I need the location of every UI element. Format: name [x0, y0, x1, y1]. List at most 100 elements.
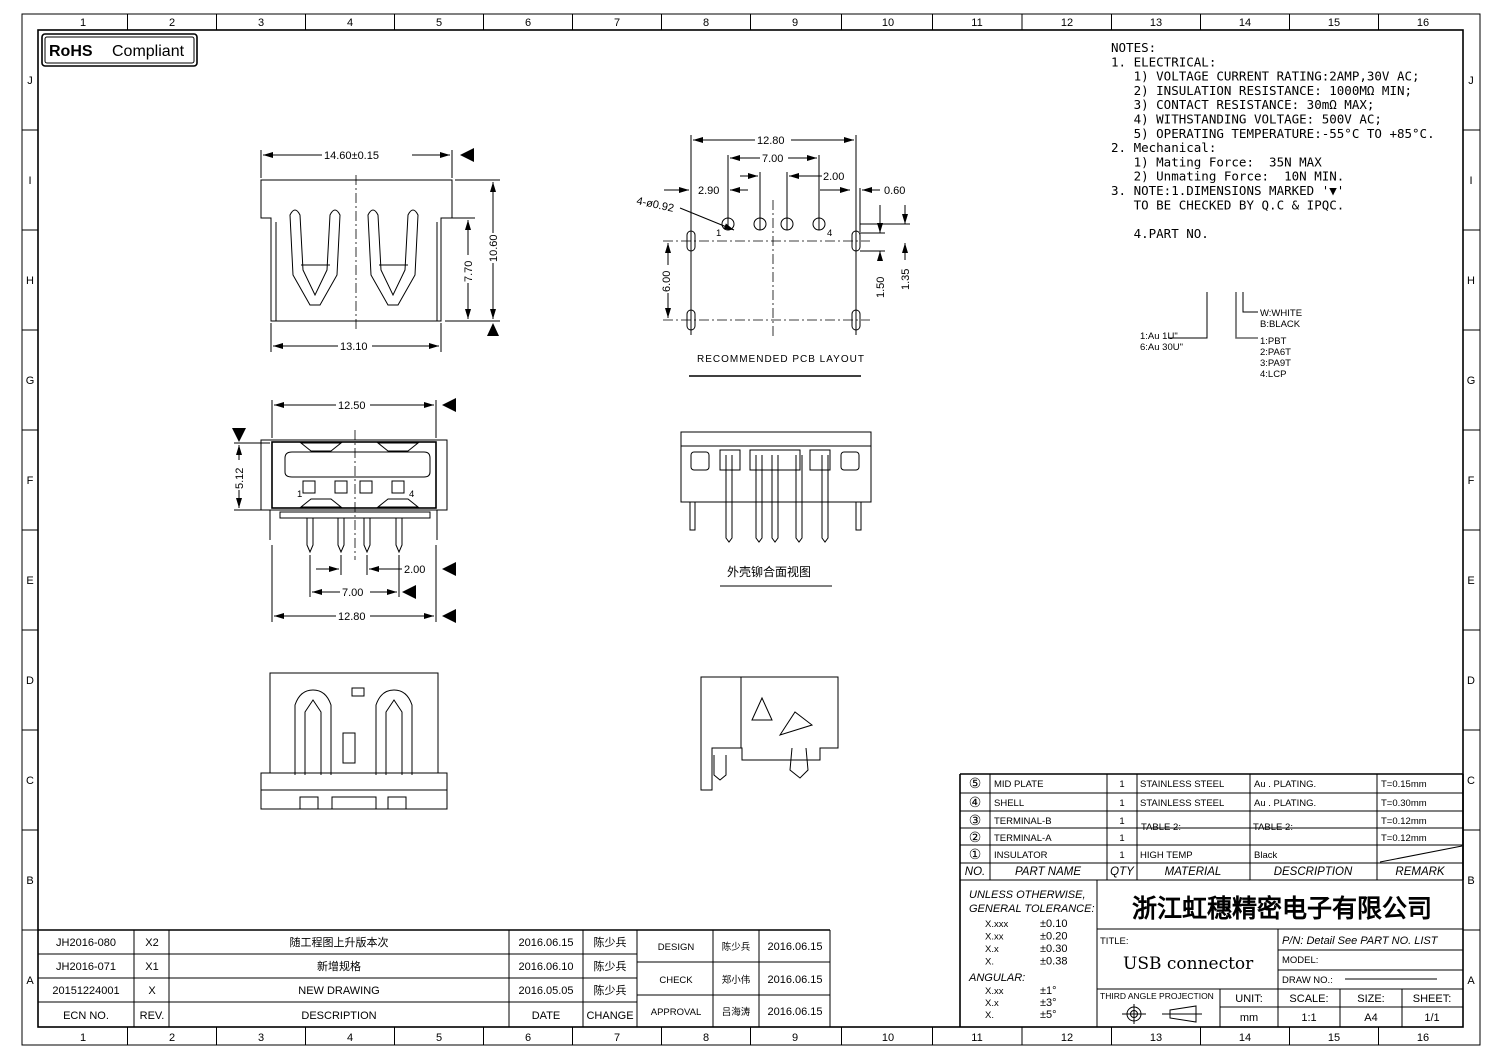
revision-change: 陈少兵	[594, 983, 627, 997]
approval-name: 吕海涛	[722, 1006, 751, 1018]
size-label: SIZE:	[1357, 993, 1385, 1005]
note-line: 3) CONTACT RESISTANCE: 30mΩ MAX;	[1111, 97, 1374, 112]
bom-table2-description: TABLE 2:	[1253, 822, 1293, 833]
bom-description: Black	[1254, 850, 1277, 861]
note-line: 2) INSULATION RESISTANCE: 1000MΩ MIN;	[1111, 83, 1412, 98]
grid-row-label: F	[1468, 475, 1475, 487]
revision-date: 2016.06.10	[518, 961, 573, 973]
pcb-pin-1: 1	[716, 228, 721, 239]
bom-qty: 1	[1119, 816, 1124, 827]
revision-header-ecn: ECN NO.	[63, 1010, 109, 1022]
approval-role: CHECK	[659, 975, 693, 986]
sheet-label: SHEET:	[1413, 993, 1452, 1005]
notes: NOTES:1. ELECTRICAL: 1) VOLTAGE CURRENT …	[1111, 40, 1435, 241]
tolerance-title: GENERAL TOLERANCE:	[969, 903, 1095, 915]
bom-part-name: MID PLATE	[994, 779, 1043, 790]
dim-front-pitch: 2.00	[404, 564, 425, 576]
grid-col-label: 15	[1328, 17, 1340, 29]
grid-col-label: 15	[1328, 1032, 1340, 1044]
revision-ecn: JH2016-071	[56, 961, 116, 973]
grid-col-label: 1	[80, 17, 86, 29]
top-view: 14.60±0.15 10.60 7.70 13.10	[260, 148, 500, 353]
note-line: 2. Mechanical:	[1111, 140, 1216, 155]
dim-pcb-hole: 4-ø0.92	[635, 195, 675, 215]
material-1: 1:PBT	[1260, 336, 1287, 347]
projection-cone-icon	[1162, 1005, 1202, 1023]
section-label: 外壳铆合面视图	[727, 564, 811, 579]
grid-row-label: J	[27, 75, 33, 87]
model-label: MODEL:	[1282, 955, 1318, 966]
material-4: 4:LCP	[1260, 369, 1286, 380]
bom-description: Au . PLATING.	[1254, 798, 1316, 809]
approval-date: 2016.06.15	[767, 941, 822, 953]
unit-label: UNIT:	[1235, 993, 1263, 1005]
grid-col-label: 8	[703, 17, 709, 29]
grid-col-label: 14	[1239, 1032, 1251, 1044]
bom-part-name: SHELL	[994, 798, 1024, 809]
revision-rev: X1	[145, 961, 158, 973]
tolerance-title: UNLESS OTHERWISE,	[969, 889, 1086, 901]
grid-col-label: 4	[347, 1032, 353, 1044]
approval-role: APPROVAL	[651, 1007, 702, 1018]
grid-row-label: I	[1469, 175, 1472, 187]
drawing-title: USB connector	[1123, 954, 1254, 974]
revision-date: 2016.05.05	[518, 985, 573, 997]
grid-row-label: C	[1467, 775, 1475, 787]
material-3: 3:PA9T	[1260, 358, 1291, 369]
part-number: P/N: Detail See PART NO. LIST	[1282, 935, 1439, 947]
approval-date: 2016.06.15	[767, 974, 822, 986]
approval-name: 郑小伟	[722, 974, 751, 986]
grid-col-label: 16	[1417, 1032, 1429, 1044]
dim-pcb-row: 1.35	[900, 269, 912, 290]
angular-key: X.x	[985, 998, 999, 1009]
draw-no-label: DRAW NO.:	[1282, 975, 1333, 986]
note-line: 1) VOLTAGE CURRENT RATING:2AMP,30V AC;	[1111, 69, 1420, 84]
tolerance-value: ±0.20	[1040, 931, 1067, 943]
grid-col-label: 12	[1061, 1032, 1073, 1044]
bom-qty: 1	[1119, 798, 1124, 809]
bom-remark: T=0.12mm	[1381, 816, 1427, 827]
grid-row-label: G	[26, 375, 35, 387]
grid-col-label: 6	[525, 17, 531, 29]
revision-date: 2016.06.15	[518, 937, 573, 949]
bom-header: REMARK	[1395, 866, 1446, 878]
dim-pcb-pitch: 2.00	[823, 171, 844, 183]
projection-label: THIRD ANGLE PROJECTION	[1100, 991, 1214, 1001]
grid-col-label: 1	[80, 1032, 86, 1044]
grid-col-label: 13	[1150, 17, 1162, 29]
grid-row-label: H	[26, 275, 34, 287]
grid-row-label: E	[1467, 575, 1474, 587]
dim-top-height: 10.60	[488, 234, 500, 262]
title-block: UNLESS OTHERWISE,GENERAL TOLERANCE:X.xxx…	[959, 880, 1463, 1027]
sheet-value: 1/1	[1424, 1012, 1439, 1024]
note-line: 1) Mating Force: 35N MAX	[1111, 154, 1322, 169]
note-line: 4.PART NO.	[1111, 226, 1209, 241]
rohs-bold: RoHS	[49, 43, 93, 60]
grid-row-label: A	[1467, 975, 1475, 987]
grid-col-label: 5	[436, 1032, 442, 1044]
revision-header-desc: DESCRIPTION	[301, 1010, 376, 1022]
approval-date: 2016.06.15	[767, 1006, 822, 1018]
grid-row-label: G	[1467, 375, 1476, 387]
tolerance-key: X.	[985, 957, 994, 968]
revision-header-date: DATE	[532, 1010, 561, 1022]
bom-remark: T=0.15mm	[1381, 779, 1427, 790]
note-line: 2) Unmating Force: 10N MIN.	[1111, 169, 1344, 184]
bom-material: HIGH TEMP	[1140, 850, 1193, 861]
dim-front-outer: 7.00	[342, 587, 363, 599]
table-line	[1379, 845, 1463, 863]
side-view	[700, 676, 839, 791]
material-2: 2:PA6T	[1260, 347, 1291, 358]
plating-2: 6:Au 30U"	[1140, 342, 1183, 353]
angular-key: X.	[985, 1010, 994, 1021]
tolerance-key: X.xx	[985, 932, 1004, 943]
approval-name: 陈少兵	[722, 941, 751, 953]
grid-row-label: H	[1467, 275, 1475, 287]
grid-col-label: 14	[1239, 17, 1251, 29]
bom-table2-material: TABLE 2:	[1141, 822, 1181, 833]
dim-pcb-slot-len: 1.50	[875, 277, 887, 298]
bom-material: STAINLESS STEEL	[1140, 779, 1224, 790]
revision-ecn: JH2016-080	[56, 937, 116, 949]
grid-row-label: D	[26, 675, 34, 687]
unit-value: mm	[1240, 1012, 1258, 1024]
